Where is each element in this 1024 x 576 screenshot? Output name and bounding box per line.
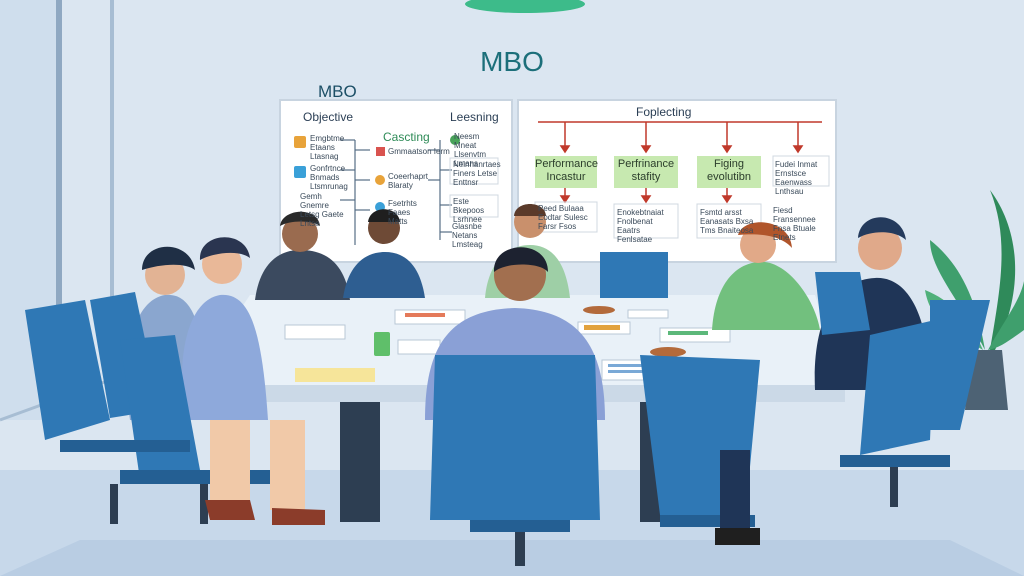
figing-evolution-box bbox=[697, 156, 761, 188]
person-back-right bbox=[712, 222, 820, 330]
col3-item: Glasnbe Netans Lmsteag bbox=[452, 222, 483, 249]
right-note: Peed Bulaaa Eodtar Sulesc Farsr Fsos bbox=[538, 204, 588, 231]
right-note: Fiesd Fransennee Fnsa Btuale Etnets bbox=[773, 206, 816, 242]
chair-left-1 bbox=[25, 300, 110, 440]
perf-stability-box bbox=[614, 156, 678, 188]
window-frame bbox=[0, 0, 114, 422]
box-figing-evolution: Figing evolutibn bbox=[706, 158, 752, 183]
col1-item: Gonfrtnce Bnmads Ltsmrunag bbox=[310, 164, 348, 191]
board-main-title: MBO bbox=[480, 46, 544, 77]
col3-header: Leesning bbox=[450, 110, 499, 124]
box-performance-measure: Performance Incastur bbox=[535, 158, 598, 183]
chair-back bbox=[815, 272, 870, 335]
col3-item: Nelnhanrtaes Finers Letse Enttnsr bbox=[453, 160, 501, 187]
green-cup bbox=[374, 332, 390, 356]
col2-item: Coeerhaprt Blaraty bbox=[388, 172, 429, 190]
col1-item: Gemh Gnemre Letsg Gaete Lntse bbox=[300, 192, 344, 228]
objective-icon bbox=[294, 136, 306, 148]
right-board-panel bbox=[517, 99, 837, 263]
chair-center-front bbox=[430, 355, 600, 520]
col1-item: Emgbtme Etaans Ltasnag bbox=[310, 134, 345, 161]
right-note: Fsmtd arsst Eanasats Bxsa Tms Bnaiteosa bbox=[700, 208, 754, 235]
col3-item: Neesm Mneat Llsenvtm Lmans bbox=[454, 132, 487, 168]
chair-far-right bbox=[860, 320, 935, 455]
col2-item: Fsetrhts Faaes Matts bbox=[388, 199, 417, 226]
check-icon bbox=[450, 135, 460, 145]
objective-icon bbox=[294, 166, 306, 178]
person-back-mid bbox=[343, 209, 425, 298]
person-left-second bbox=[181, 237, 268, 420]
cascade-icon bbox=[375, 175, 385, 185]
board-small-title: MBO bbox=[318, 82, 357, 101]
col1-header: Objective bbox=[303, 110, 354, 124]
perf-measure-box bbox=[535, 156, 597, 188]
person-back-left bbox=[255, 211, 350, 300]
chair-back bbox=[600, 252, 668, 298]
box-performance-stability: Perfrinance stafity bbox=[617, 158, 675, 183]
right-note: Fudei Inmat Ernstsce Eaenwass Lnthsau bbox=[775, 160, 818, 196]
floor-shadow bbox=[0, 540, 1024, 576]
legs bbox=[205, 420, 760, 545]
col3-item: Este Bkepoos Lsrhnee bbox=[453, 197, 485, 224]
chair-far-right-2 bbox=[930, 300, 990, 430]
col2-item: Gmmaatson Ierm bbox=[388, 147, 450, 156]
cascade-icon bbox=[376, 147, 385, 156]
col2-header: Cascting bbox=[383, 130, 430, 144]
people bbox=[126, 204, 930, 420]
right-panel-header: Foplecting bbox=[636, 105, 692, 119]
ceiling-lamp bbox=[465, 0, 585, 13]
right-note: Enokebtnaiat Fnolbenat Eaatrs Fenlsatae bbox=[617, 208, 664, 244]
